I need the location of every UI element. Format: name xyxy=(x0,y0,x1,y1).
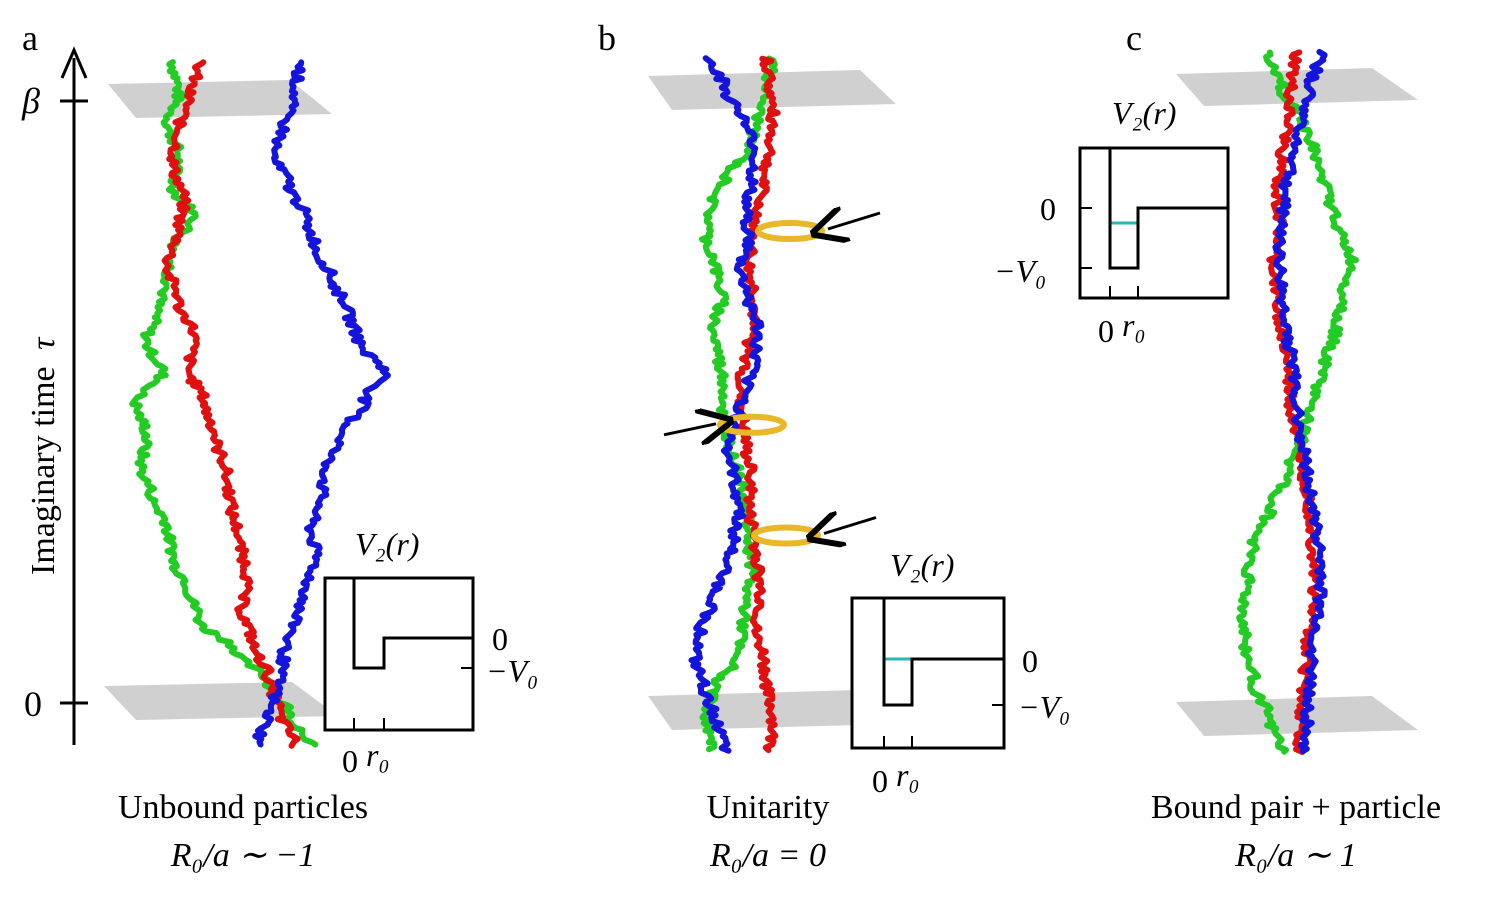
panel-c-caption-line1: Bound pair + particle xyxy=(1151,789,1441,826)
inset-b-ytick-depth: −V₀ xyxy=(1018,689,1070,725)
panel-b-worldlines xyxy=(688,55,781,754)
imaginary-time-axis: β 0 Imaginary time τ xyxy=(21,46,88,745)
panel-letter-c: c xyxy=(1126,18,1142,58)
contact-ring-2 xyxy=(717,413,787,436)
inset-a-potential: V₂(r) 0 −V₀ 0 r₀ xyxy=(323,526,538,779)
inset-a-xtick-zero: 0 xyxy=(342,743,358,779)
panel-c-caption-line2: R₀/a ∼ 1 xyxy=(1234,837,1357,874)
panel-a-caption-line2: R₀/a ∼ −1 xyxy=(170,837,315,874)
inset-b-potential: V₂(r) 0 −V₀ 0 r₀ xyxy=(850,547,1070,799)
panel-c-worldlines xyxy=(1236,48,1359,755)
inset-b-well-curve xyxy=(882,598,1004,707)
contact-ring-arrow-3 xyxy=(824,518,877,534)
inset-c-xtick-r0: r₀ xyxy=(1122,307,1146,343)
panel-b-caption-line1: Unitarity xyxy=(707,789,830,826)
contact-ring-1 xyxy=(755,220,825,242)
panel-letter-b: b xyxy=(598,18,616,58)
inset-c-ytick-depth: −V₀ xyxy=(994,253,1046,289)
time-axis-title: Imaginary time τ xyxy=(25,336,62,575)
inset-c-frame xyxy=(1078,146,1230,300)
contact-ring-arrow-2 xyxy=(663,424,716,435)
panel-a-caption-line1: Unbound particles xyxy=(118,789,368,826)
worldline-a-blue xyxy=(252,59,391,748)
inset-b-frame xyxy=(850,596,1006,750)
inset-c-xtick-zero: 0 xyxy=(1098,313,1114,349)
panel-b-caption-line2: R₀/a = 0 xyxy=(709,837,826,874)
panel-a-bottom-plane xyxy=(104,682,338,720)
time-axis-title-text: Imaginary time xyxy=(25,366,62,575)
time-axis-arrowhead xyxy=(60,46,88,79)
panel-a-top-plane xyxy=(108,80,332,118)
contact-ring-3 xyxy=(751,524,821,547)
tick-beta-label: β xyxy=(21,81,40,121)
inset-b-title: V₂(r) xyxy=(890,547,954,583)
inset-b-ytick-zero: 0 xyxy=(1022,643,1038,679)
panel-b-contact-rings xyxy=(663,213,881,547)
time-axis-title-var: τ xyxy=(25,336,62,350)
inset-a-frame xyxy=(323,576,475,732)
inset-c-title: V₂(r) xyxy=(1112,95,1176,131)
inset-a-title: V₂(r) xyxy=(355,526,419,562)
worldline-a-red xyxy=(161,59,301,749)
inset-a-ytick-zero: 0 xyxy=(492,621,508,657)
worldline-c-green xyxy=(1236,49,1359,755)
inset-a-xtick-r0: r₀ xyxy=(366,737,390,773)
worldline-b-green xyxy=(699,55,779,753)
inset-a-ytick-depth: −V₀ xyxy=(486,653,538,689)
inset-a-well-curve xyxy=(352,578,473,670)
worldline-b-blue xyxy=(688,55,765,754)
panel-a-worldlines xyxy=(129,59,391,749)
inset-c-well-curve xyxy=(1108,148,1228,270)
contact-ring-arrow-1 xyxy=(828,213,881,229)
inset-b-xtick-r0: r₀ xyxy=(896,757,920,793)
tick-zero-label: 0 xyxy=(24,684,42,724)
inset-b-xtick-zero: 0 xyxy=(872,763,888,799)
inset-c-potential: V₂(r) 0 −V₀ 0 r₀ xyxy=(994,95,1230,349)
inset-c-ytick-zero: 0 xyxy=(1040,191,1056,227)
panel-letter-a: a xyxy=(22,18,38,58)
worldline-c-blue xyxy=(1272,48,1328,755)
